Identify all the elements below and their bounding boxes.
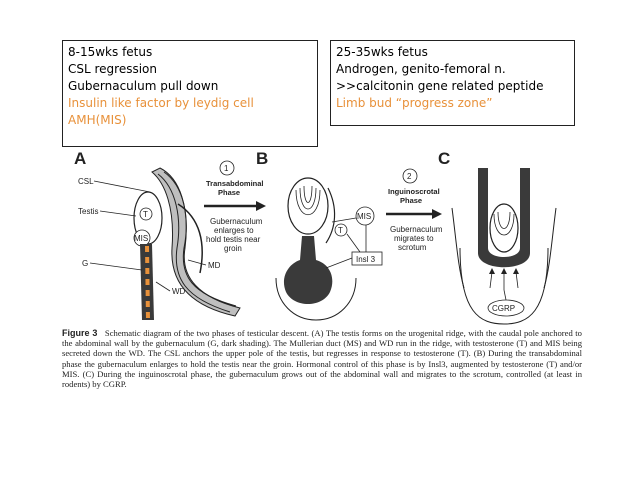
phase-1-desc-1: Gubernaculum [210,217,263,226]
right-box-line-2: Androgen, genito-femoral n. [336,62,506,76]
panel-label-b: B [256,149,268,168]
panel-label-a: A [74,149,86,168]
right-info-box: 25-35wks fetus Androgen, genito-femoral … [330,40,575,126]
left-box-line-3: Gubernaculum pull down [68,79,219,93]
left-info-box: 8-15wks fetus CSL regression Gubernaculu… [62,40,318,147]
phase-2-number: 2 [407,172,412,181]
phase-2-title-line1: Inguinoscrotal [388,187,440,196]
left-box-highlight-2: AMH(MIS) [68,113,127,127]
label-a-g: G [82,259,88,268]
right-box-highlight-1: Limb bud “progress zone” [336,96,493,110]
panel-b-drawing: MIS T Insl 3 [275,177,383,321]
label-a-mis: MIS [134,234,148,243]
phase-2-annotation: 2 Inguinoscrotal Phase Gubernaculum migr… [386,168,443,252]
right-box-line-3: >>calcitonin gene related peptide [336,79,544,93]
left-box-highlight-1: Insulin like factor by leydig cell [68,96,254,110]
panel-a-drawing: T MIS CSL Testis G MD WD [78,167,241,321]
phase-1-desc-4: groin [224,244,242,253]
right-box-line-1: 25-35wks fetus [336,45,428,59]
label-b-t: T [338,226,343,235]
phase-2-desc-2: migrates to [394,234,434,243]
phase-2-desc-3: scrotum [398,243,427,252]
label-b-insl3: Insl 3 [356,255,376,264]
phase-1-annotation: 1 Transabdominal Phase Gubernaculum enla… [204,160,266,253]
label-c-cgrp: CGRP [492,304,515,313]
label-a-md: MD [208,261,221,270]
phase-2-desc-1: Gubernaculum [390,225,443,234]
phase-1-title-line1: Transabdominal [206,179,264,188]
panel-c-drawing: CGRP [451,168,557,325]
phase-2-title-line2: Phase [400,196,422,205]
caption-text: Schematic diagram of the two phases of t… [62,328,582,390]
testicular-descent-diagram: A B C T MIS CSL Testis G MD WD 1 Transab… [74,149,557,325]
phase-1-number: 1 [224,164,229,173]
panel-label-c: C [438,149,450,168]
phase-1-title-line2: Phase [218,188,240,197]
label-a-csl: CSL [78,177,94,186]
label-b-mis: MIS [357,212,371,221]
label-a-wd: WD [172,287,186,296]
phase-1-desc-2: enlarges to [214,226,254,235]
figure-caption: Figure 3 Schematic diagram of the two ph… [62,328,582,389]
phase-1-desc-3: hold testis near [206,235,261,244]
caption-label: Figure 3 [62,328,98,338]
label-a-testis: Testis [78,207,98,216]
left-box-line-1: 8-15wks fetus [68,45,153,59]
label-a-t: T [143,210,148,219]
left-box-line-2: CSL regression [68,62,158,76]
